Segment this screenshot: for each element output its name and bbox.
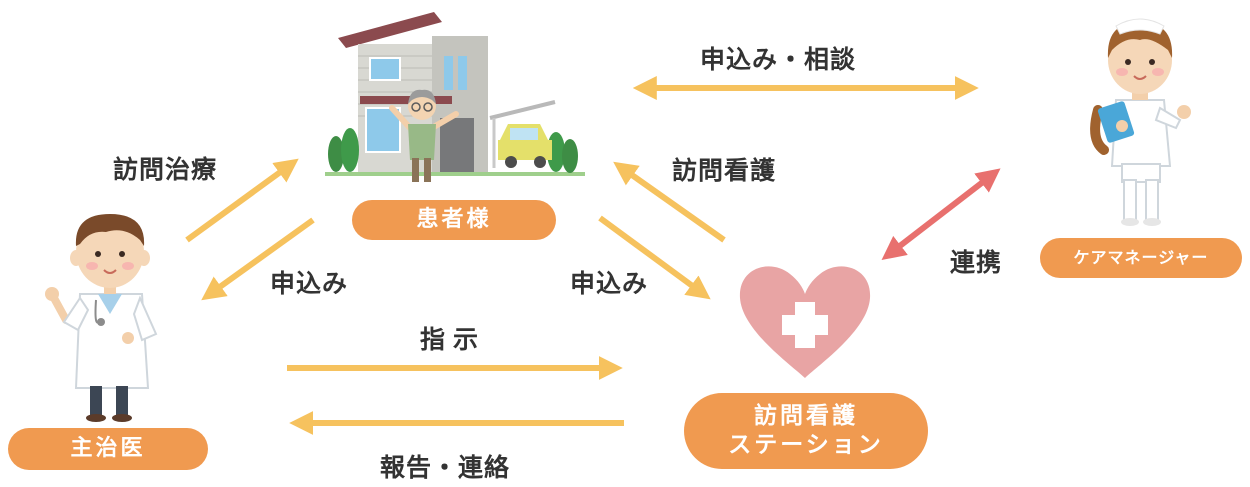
heart-cross-icon	[739, 266, 871, 378]
consultation-label: 申込み・相談	[700, 45, 857, 74]
care-manager-pill: ケアマネージャー	[1040, 238, 1242, 278]
visit-nursing-label: 訪問看護	[672, 156, 777, 185]
visit-nursing-arrow	[613, 161, 726, 243]
doctor-application-label: 申込み	[270, 269, 349, 298]
care-manager-label: ケアマネージャー	[1073, 248, 1209, 267]
doctor-pill: 主治医	[8, 428, 208, 470]
house-illustration	[325, 12, 585, 182]
patient-pill: 患者様	[352, 200, 556, 240]
doctor-label: 主治医	[70, 436, 146, 462]
station-application-arrow	[598, 215, 711, 300]
doctor-illustration	[45, 214, 158, 422]
station-label-line1: 訪問看護	[754, 403, 858, 430]
patient-label: 患者様	[416, 207, 492, 233]
visit-treatment-arrow	[185, 158, 299, 243]
station-label-line2: ステーション	[728, 432, 884, 458]
station-pill: 訪問看護 ステーション	[684, 393, 928, 469]
instruction-label: 指示	[420, 325, 487, 354]
station-application-label: 申込み	[570, 269, 649, 298]
care-manager-illustration	[1090, 18, 1191, 226]
cooperation-label: 連携	[950, 248, 1003, 277]
doctor-application-arrow	[201, 217, 315, 301]
report-label: 報告・連絡	[380, 453, 511, 482]
cooperation-arrow	[881, 168, 1001, 261]
visit-treatment-label: 訪問治療	[113, 155, 218, 184]
